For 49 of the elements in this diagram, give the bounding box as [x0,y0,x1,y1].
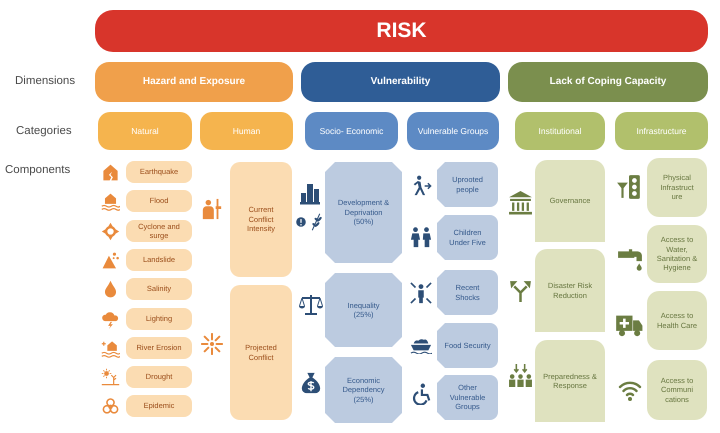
banner-title: RISK [376,18,427,44]
category-header [515,112,605,150]
component-box [230,162,292,277]
dimension-header [508,62,708,102]
component-box [437,162,498,207]
component-box [437,270,498,315]
component-box [126,278,192,300]
component-box [437,375,498,420]
category-header [615,112,708,150]
risk-banner [95,10,708,52]
row-label: Components [5,164,70,176]
category-header [200,112,293,150]
component-box [325,162,402,263]
category-title: Socio- Economic [320,126,384,136]
component-box [535,160,605,242]
component-box [647,225,707,283]
row-label: Categories [16,125,72,137]
category-header [305,112,398,150]
category-header [407,112,499,150]
category-title: Natural [131,126,159,136]
component-box [437,215,498,260]
category-title: Infrastructure [636,126,687,136]
component-box [126,190,192,212]
component-box [325,273,402,347]
category-title: Vulnerable Groups [418,126,488,136]
row-label: Dimensions [15,75,76,87]
component-box [230,285,292,420]
dimension-header [95,62,293,102]
dimension-title: Lack of Coping Capacity [550,76,666,88]
component-box [647,158,707,217]
category-title: Human [232,126,260,136]
component-box [126,161,192,183]
component-box [126,337,192,359]
component-box [437,323,498,368]
category-title: Institutional [538,126,582,136]
component-box [647,360,707,420]
component-box [325,357,402,423]
component-box [126,366,192,388]
component-box [647,291,707,350]
component-box [535,340,605,422]
component-box [126,249,192,271]
dimension-header [301,62,500,102]
component-box [126,395,192,417]
dimension-title: Hazard and Exposure [142,76,246,88]
category-header [98,112,192,150]
component-box [535,249,605,332]
component-box [126,220,192,242]
component-box [126,308,192,330]
dimension-title: Vulnerability [370,76,430,88]
